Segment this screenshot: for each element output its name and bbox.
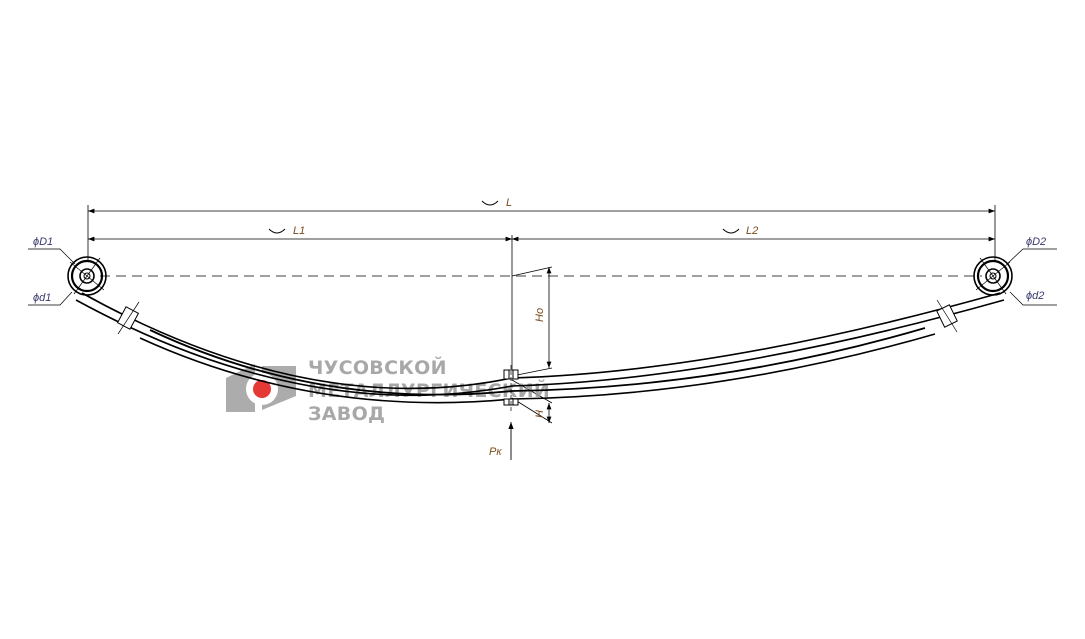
dimension-L-label: L [506, 197, 512, 209]
second-leaf-top [149, 327, 926, 396]
dimension-L: L [88, 197, 995, 214]
load-arrow: Pк [489, 422, 514, 460]
left-clamp [116, 301, 140, 335]
right-eye-outer-label: ϕD2 [1026, 236, 1046, 248]
right-eye-leaders [1006, 248, 1057, 306]
dimension-Ho [511, 266, 553, 377]
logo-red-dot [253, 380, 271, 398]
logo-line3: ЗАВОД [308, 403, 385, 425]
left-eye-leaders [28, 248, 76, 306]
dimension-H [511, 379, 553, 424]
company-logo: ЧУСОВСКОЙ МЕТАЛЛУРГИЧЕСКИЙ ЗАВОД [226, 356, 550, 425]
left-eye [67, 256, 107, 296]
right-clamp [936, 299, 958, 333]
right-eye [973, 256, 1013, 296]
logo-line1: ЧУСОВСКОЙ [308, 356, 447, 379]
center-bolt [503, 365, 519, 412]
dimension-L2: L2 [512, 225, 995, 242]
dimension-H-label: H [534, 410, 546, 418]
right-eye-inner-label: ϕd2 [1026, 290, 1044, 302]
main-leaf-bottom [75, 299, 1005, 397]
dimension-L2-label: L2 [746, 225, 758, 237]
dimension-Ho-label: Ho [534, 308, 546, 322]
dimension-L1: L1 [88, 225, 512, 242]
main-leaf-top [81, 292, 1001, 390]
logo-line2: МЕТАЛЛУРГИЧЕСКИЙ [308, 379, 550, 402]
extension-lines [87, 205, 996, 372]
dimension-L1-label: L1 [293, 225, 305, 237]
load-label: Pк [489, 446, 502, 458]
left-eye-inner-label: ϕd1 [33, 292, 51, 304]
left-eye-outer-label: ϕD1 [33, 236, 53, 248]
